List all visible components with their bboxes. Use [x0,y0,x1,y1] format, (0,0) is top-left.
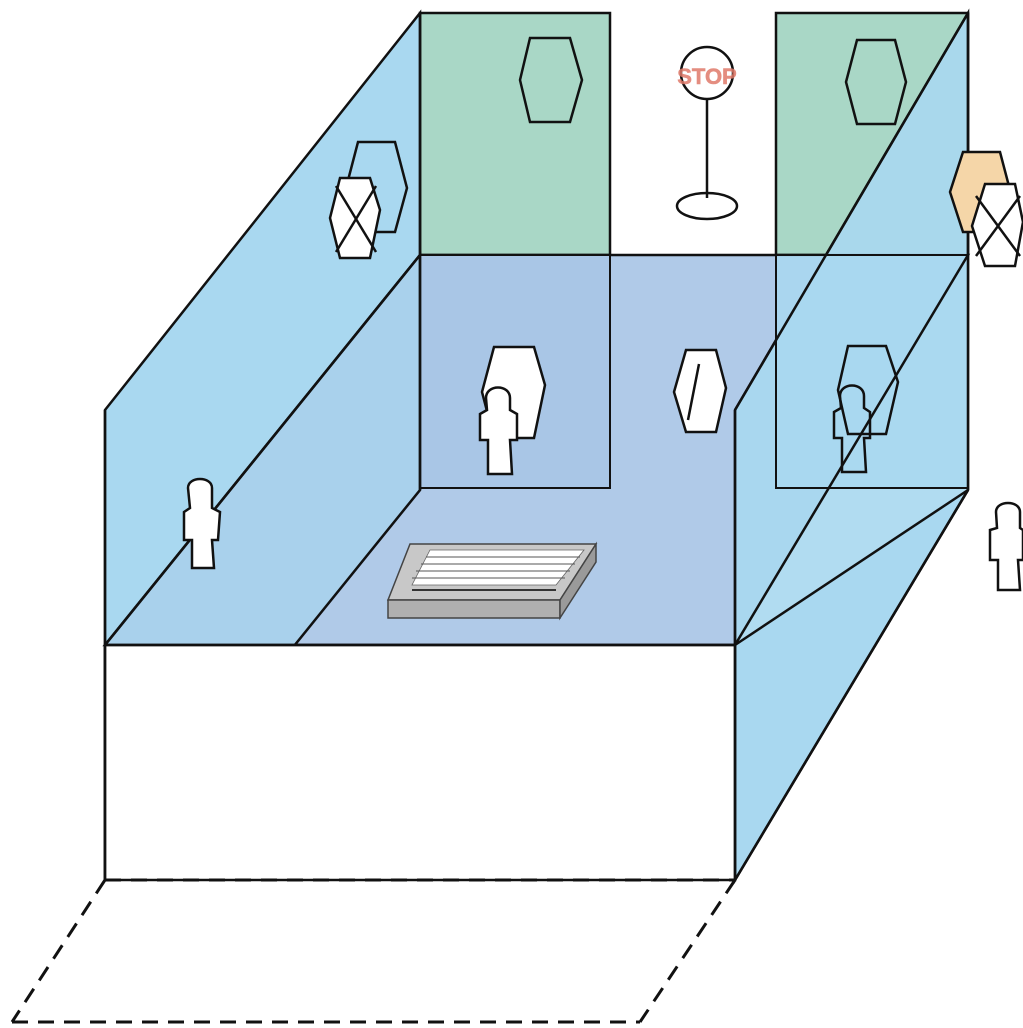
back-panel-left [418,11,612,257]
dashed-footprint [10,878,737,1024]
stop-sign-text: STOP [677,64,737,89]
stop-sign-icon: STOP [675,45,739,221]
keyboard-icon [386,541,598,621]
mirror-icon [844,38,908,126]
person-icon [832,344,900,474]
front-ground [103,643,737,882]
lamp-icon [328,140,409,260]
person-icon [478,345,547,476]
person-icon [182,477,222,570]
mirror-icon [518,36,584,124]
back-window-right [775,254,969,489]
lamp-icon [948,150,1023,268]
mirror-icon [672,348,728,434]
person-icon [988,501,1023,592]
